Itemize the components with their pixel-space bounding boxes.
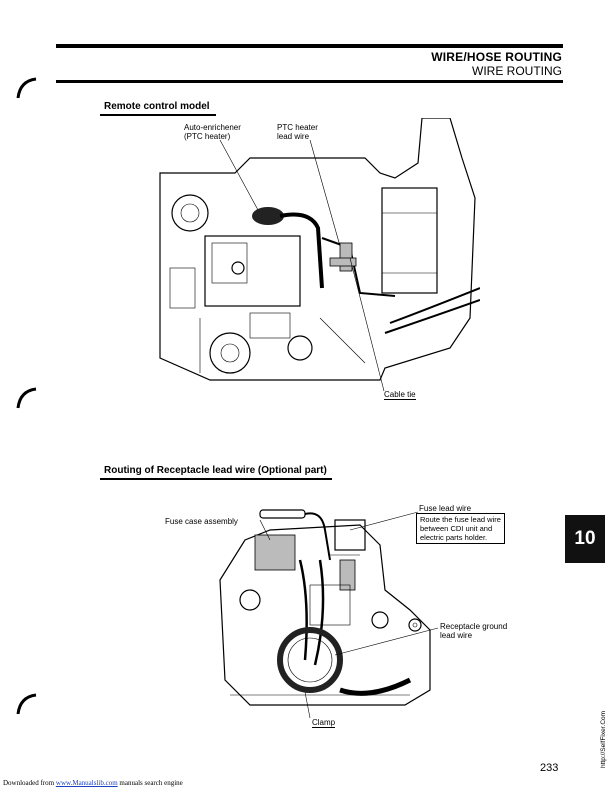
footer-prefix: Downloaded from: [3, 779, 56, 787]
label-fuse-case-assembly: Fuse case assembly: [165, 517, 238, 526]
label-receptacle-ground: Receptacle ground lead wire: [440, 622, 508, 640]
header-rule-bottom: [56, 80, 563, 83]
label-auto-enrichener: Auto-enrichener (PTC heater): [184, 123, 241, 141]
page-subtitle: WIRE ROUTING: [472, 64, 562, 78]
label-fuse-lead-wire: Fuse lead wire: [419, 504, 472, 513]
watermark-text: http://SelfFixer.Com: [600, 710, 607, 768]
page-title: WIRE/HOSE ROUTING: [431, 50, 562, 64]
engine-diagram-receptacle: [219, 509, 439, 719]
label-clamp: Clamp: [312, 718, 336, 728]
footer: Downloaded from www.Manualslib.com manua…: [3, 779, 183, 787]
section-underline: [100, 114, 216, 116]
punch-mark: [16, 387, 37, 409]
manualslib-link[interactable]: www.Manualslib.com: [55, 779, 118, 787]
note-fuse-route: Route the fuse lead wire between CDI uni…: [416, 513, 505, 544]
label-ptc-heater-lead: PTC heater lead wire: [277, 123, 318, 141]
section-underline: [100, 478, 332, 480]
engine-diagram-remote: [159, 118, 480, 392]
chapter-tab: 10: [565, 515, 605, 563]
label-cable-tie: Cable tie: [384, 390, 416, 400]
page-number: 233: [540, 762, 559, 774]
section-title-remote: Remote control model: [104, 101, 210, 112]
footer-suffix: manuals search engine: [117, 779, 183, 787]
punch-mark: [16, 693, 37, 715]
punch-mark: [16, 77, 37, 99]
header-rule-top: [56, 44, 563, 48]
section-title-receptacle: Routing of Receptacle lead wire (Optiona…: [104, 465, 327, 476]
